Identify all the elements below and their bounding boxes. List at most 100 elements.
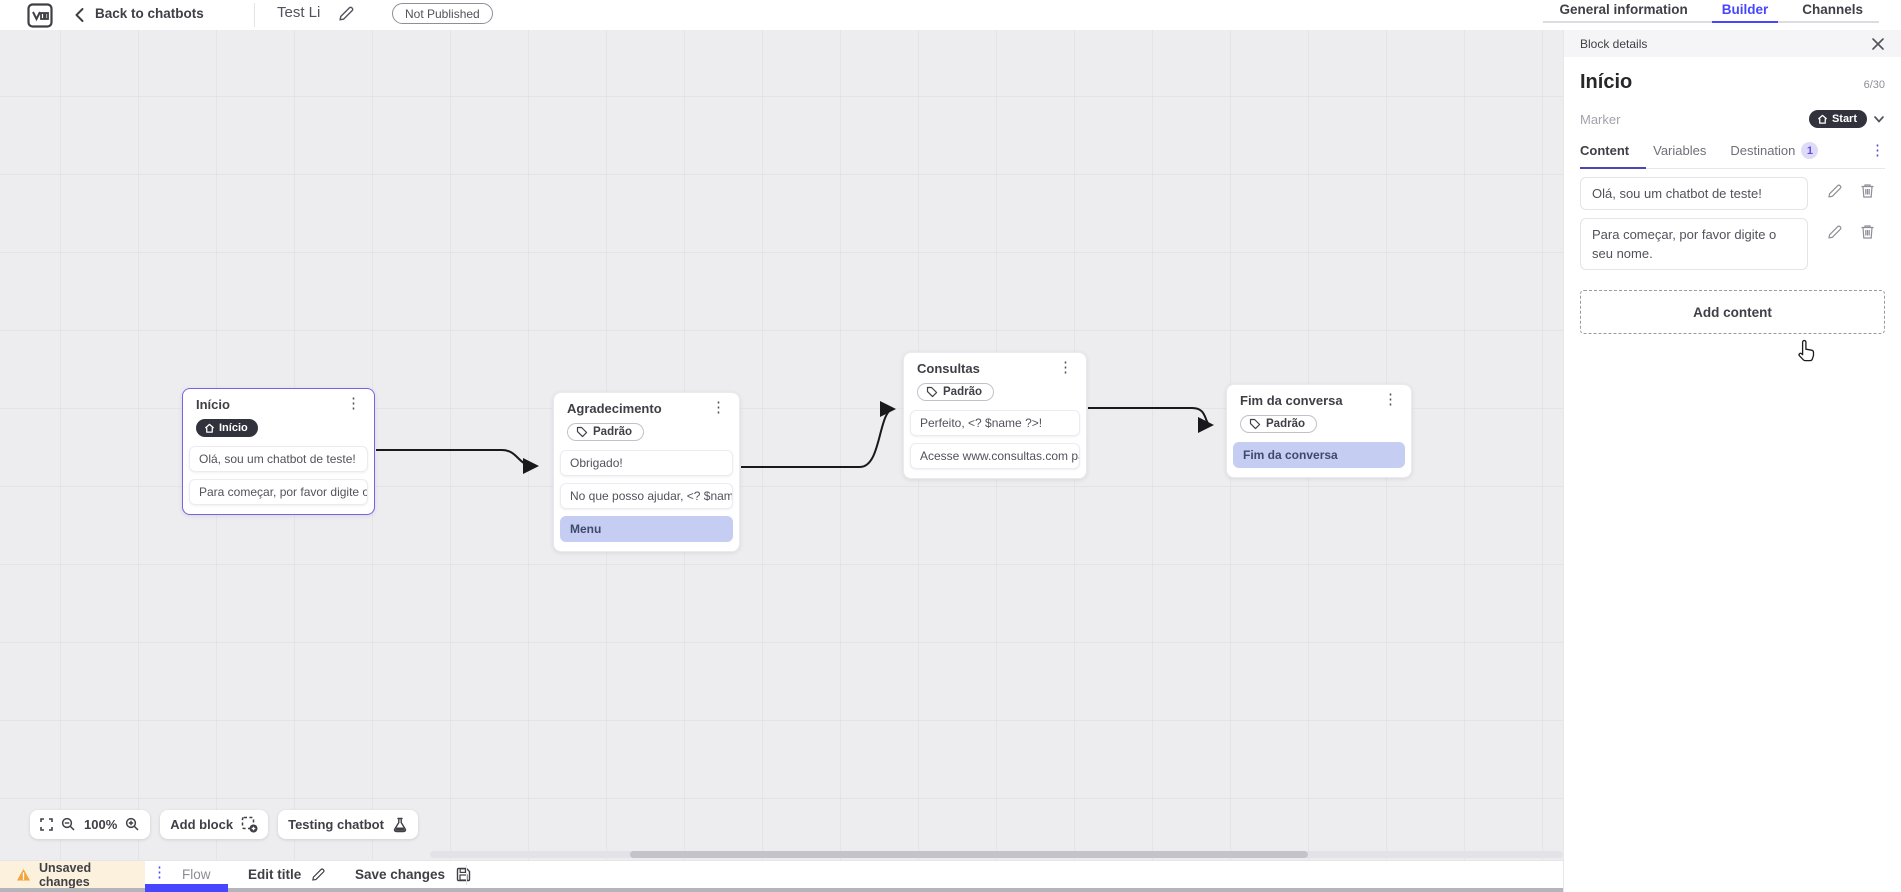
node-header: Agradecimento ⋮: [560, 399, 733, 416]
node-kebab-menu-icon[interactable]: ⋮: [346, 395, 361, 412]
tab-variables[interactable]: Variables: [1653, 143, 1706, 158]
start-marker-label: Start: [1831, 113, 1857, 125]
node-marker-label: Padrão: [943, 386, 982, 398]
bottom-scroll-strip[interactable]: [0, 888, 1563, 892]
testing-chatbot-label: Testing chatbot: [288, 817, 384, 832]
zoom-level: 100%: [84, 817, 118, 832]
flow-node[interactable]: Início ⋮ Início Olá, sou um chatbot de t…: [182, 388, 375, 515]
tab-variables-label: Variables: [1653, 143, 1707, 158]
save-icon: [456, 867, 471, 882]
add-block-button[interactable]: Add block: [160, 810, 269, 839]
panel-kebab-menu-icon[interactable]: ⋮: [1870, 142, 1885, 159]
delete-trash-icon[interactable]: [1860, 224, 1875, 240]
tab-content[interactable]: Content: [1580, 143, 1629, 158]
node-content-item[interactable]: Para começar, por favor digite o ...: [189, 478, 368, 505]
canvas-horizontal-scrollbar[interactable]: [430, 851, 1563, 858]
tab-channels[interactable]: Channels: [1802, 2, 1863, 17]
node-kebab-menu-icon[interactable]: ⋮: [1058, 359, 1073, 376]
content-text-field[interactable]: Olá, sou um chatbot de teste!: [1580, 177, 1808, 210]
app-logo-icon: [27, 3, 53, 28]
save-changes-button[interactable]: Save changes: [355, 867, 471, 882]
testing-chatbot-button[interactable]: Testing chatbot: [278, 810, 418, 839]
panel-title: Block details: [1580, 36, 1648, 51]
flow-tab-active-underline: [145, 884, 228, 892]
flow-kebab-menu-icon[interactable]: ⋮: [152, 864, 167, 881]
mouse-cursor-pointer: [1798, 339, 1815, 362]
node-marker: Início: [196, 419, 361, 439]
tag-icon: [1249, 418, 1261, 430]
unsaved-changes-label: Unsaved changes: [38, 861, 92, 889]
node-marker: Padrão: [567, 423, 726, 443]
edit-title-pencil-icon[interactable]: [338, 5, 355, 22]
char-counter: 6/30: [1863, 79, 1885, 91]
marker-label: Marker: [1580, 111, 1621, 127]
edit-title-button[interactable]: Edit title: [248, 867, 326, 882]
node-title: Agradecimento: [567, 401, 662, 416]
zoom-out-icon[interactable]: [61, 817, 76, 832]
top-navigation-tabs: General information Builder Channels: [1543, 0, 1879, 23]
node-content-item[interactable]: Menu: [560, 516, 733, 542]
tag-badge: Padrão: [917, 383, 994, 401]
canvas-toolbar: 100% Add block Testing chatbot: [30, 810, 418, 839]
tag-badge: Padrão: [567, 423, 644, 441]
save-changes-label: Save changes: [355, 867, 446, 882]
node-header: Consultas ⋮: [910, 359, 1080, 376]
block-details-panel: Block details Início 6/30 Marker Start C…: [1563, 30, 1901, 892]
node-content-item[interactable]: Perfeito, <? $name ?>!: [910, 410, 1080, 436]
top-bar: Back to chatbots Test Li Not Published G…: [0, 0, 1901, 30]
node-marker-label: Padrão: [593, 426, 632, 438]
flow-canvas[interactable]: Início ⋮ Início Olá, sou um chatbot de t…: [0, 30, 1563, 860]
flow-node[interactable]: Fim da conversa ⋮ Padrão Fim da conversa: [1226, 384, 1412, 478]
flow-node[interactable]: Consultas ⋮ Padrão Perfeito, <? $name ?>…: [903, 352, 1087, 479]
add-content-button[interactable]: Add content: [1580, 290, 1885, 334]
node-content-item[interactable]: Fim da conversa: [1233, 442, 1405, 468]
flow-connection: [376, 449, 539, 474]
panel-tabs: Content Variables Destination 1 ⋮: [1580, 142, 1885, 169]
edit-pencil-icon[interactable]: [1827, 224, 1843, 240]
tab-builder[interactable]: Builder: [1711, 2, 1778, 23]
flow-node[interactable]: Agradecimento ⋮ Padrão Obrigado! No que p…: [553, 392, 740, 552]
tab-flow[interactable]: Flow: [182, 867, 211, 882]
bottom-bar-divider: [466, 865, 467, 885]
fit-view-icon[interactable]: [40, 818, 53, 831]
tab-destination[interactable]: Destination 1: [1730, 142, 1819, 159]
zoom-in-icon[interactable]: [125, 817, 140, 832]
back-to-chatbots-link[interactable]: Back to chatbots: [95, 6, 204, 21]
flask-icon: [392, 817, 408, 833]
node-content-item[interactable]: Olá, sou um chatbot de teste!: [189, 445, 368, 472]
tab-content-label: Content: [1580, 143, 1630, 158]
node-title: Consultas: [917, 361, 980, 376]
panel-header: Block details: [1564, 30, 1901, 57]
content-row: Para começar, por favor digite o seu nom…: [1580, 218, 1885, 270]
node-kebab-menu-icon[interactable]: ⋮: [1383, 391, 1398, 408]
content-text-field[interactable]: Para começar, por favor digite o seu nom…: [1580, 218, 1808, 270]
chatbot-title[interactable]: Test Li: [277, 4, 321, 21]
node-content-item[interactable]: Acesse www.consultas.com par...: [910, 443, 1080, 469]
bottom-bar: Unsaved changes ⋮ Flow Edit title Save c…: [0, 860, 1563, 889]
add-block-label: Add block: [170, 817, 234, 832]
block-name-input[interactable]: Início: [1580, 71, 1633, 93]
delete-trash-icon[interactable]: [1860, 183, 1875, 199]
node-header: Fim da conversa ⋮: [1233, 391, 1405, 408]
edit-title-label: Edit title: [248, 867, 302, 882]
back-arrow-icon[interactable]: [72, 6, 88, 24]
node-kebab-menu-icon[interactable]: ⋮: [711, 399, 726, 416]
home-icon: [204, 423, 215, 433]
unsaved-changes-indicator: Unsaved changes: [0, 861, 145, 889]
content-row: Olá, sou um chatbot de teste!: [1580, 177, 1885, 210]
node-content-item[interactable]: No que posso ajudar, <? $name ...: [560, 483, 733, 509]
status-badge: Not Published: [392, 3, 493, 24]
warning-icon: [16, 869, 30, 881]
node-title: Fim da conversa: [1240, 393, 1343, 408]
tag-icon: [926, 386, 938, 398]
edit-pencil-icon[interactable]: [1827, 183, 1843, 199]
start-marker-badge[interactable]: Start: [1808, 110, 1867, 128]
close-icon[interactable]: [1871, 37, 1885, 51]
tab-general-information[interactable]: General information: [1559, 2, 1688, 17]
node-content-item[interactable]: Obrigado!: [560, 450, 733, 476]
add-block-icon: [241, 816, 258, 833]
scrollbar-thumb[interactable]: [630, 851, 1308, 858]
chevron-down-icon[interactable]: [1873, 113, 1885, 125]
destination-count-badge: 1: [1801, 142, 1819, 159]
start-badge: Início: [196, 419, 258, 437]
